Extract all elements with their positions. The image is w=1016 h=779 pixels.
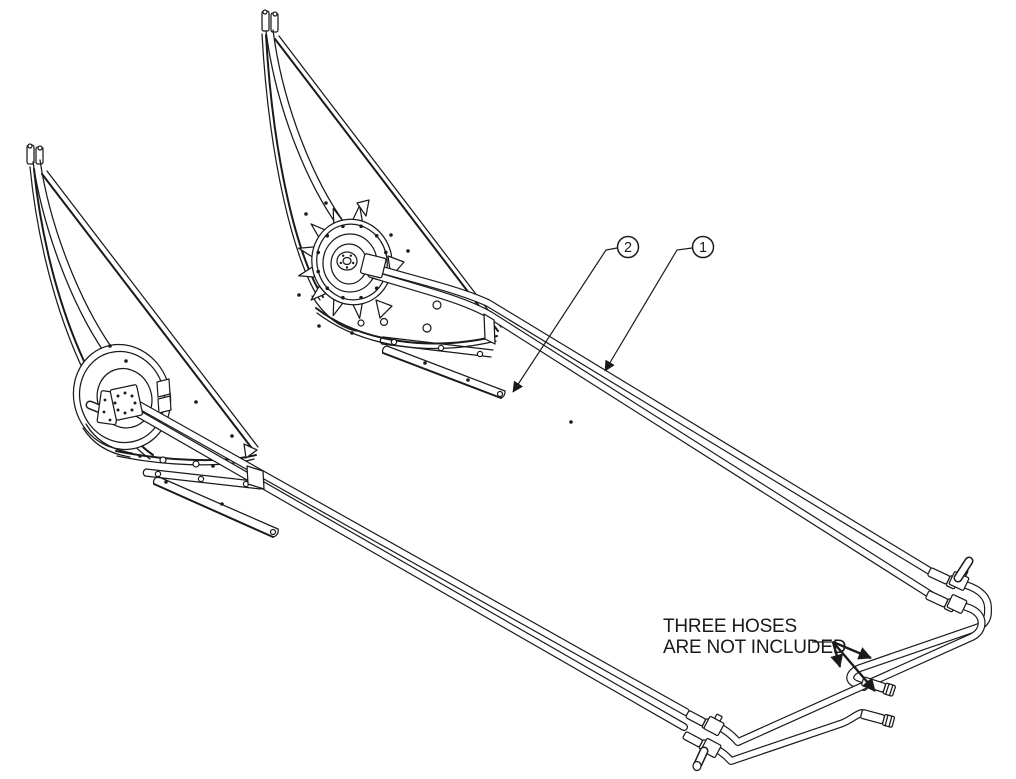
left-plate-slots bbox=[156, 378, 172, 414]
callout-1-number: 1 bbox=[699, 240, 707, 256]
center-skid-bar bbox=[381, 345, 506, 399]
note-line-2: ARE NOT INCLUDED bbox=[663, 637, 846, 658]
center-hose-bracket bbox=[483, 313, 496, 345]
wheel-rim-bolts bbox=[316, 224, 388, 300]
hose-run-left-to-junction bbox=[126, 396, 690, 731]
left-rake-assembly bbox=[26, 143, 259, 468]
valve-body-lower bbox=[946, 594, 968, 614]
note-arrow-1 bbox=[830, 641, 844, 668]
hoses-not-included-note: THREE HOSES ARE NOT INCLUDED bbox=[663, 616, 876, 692]
hose-junction-to-valve bbox=[709, 603, 986, 746]
center-float-linkage bbox=[379, 313, 496, 358]
valve-lever bbox=[953, 556, 974, 583]
junction-tee-upper bbox=[703, 713, 725, 737]
left-float-linkage bbox=[142, 465, 265, 490]
hose-run-center-to-right bbox=[364, 262, 937, 599]
left-arm-fork bbox=[26, 143, 44, 165]
center-plate-bolts bbox=[297, 201, 573, 424]
hub-bolt-ring bbox=[102, 391, 137, 422]
note-arrow-3 bbox=[832, 641, 876, 692]
callout-2-balloon[interactable] bbox=[616, 235, 640, 259]
callout-2: 2 bbox=[512, 235, 640, 393]
callout-1-balloon[interactable] bbox=[691, 235, 715, 259]
callout-1: 1 bbox=[604, 235, 715, 372]
left-plate-bolts bbox=[108, 344, 234, 468]
callout-2-number: 2 bbox=[624, 240, 632, 256]
callout-1-leader bbox=[604, 247, 693, 372]
left-hose-bracket bbox=[246, 465, 265, 490]
junction-drain-lever bbox=[692, 746, 709, 772]
bottom-hose-junction bbox=[682, 710, 725, 772]
right-shutoff-valve bbox=[925, 556, 974, 614]
center-rake-assembly bbox=[261, 9, 573, 424]
left-skid-bar bbox=[152, 476, 279, 538]
left-gearbox-hub bbox=[85, 384, 144, 426]
callout-2-leader bbox=[512, 247, 618, 393]
wheel-hub bbox=[336, 251, 358, 271]
center-arm-fork bbox=[261, 9, 279, 33]
center-hub-fitting bbox=[359, 253, 387, 279]
left-plate-corner-bracket bbox=[243, 443, 258, 459]
hose-end-coupler-lower bbox=[860, 709, 896, 728]
note-line-1: THREE HOSES bbox=[663, 616, 797, 637]
note-arrow-2 bbox=[832, 640, 872, 660]
wheel-spikes bbox=[297, 204, 364, 320]
center-toothed-wheel bbox=[297, 199, 405, 320]
